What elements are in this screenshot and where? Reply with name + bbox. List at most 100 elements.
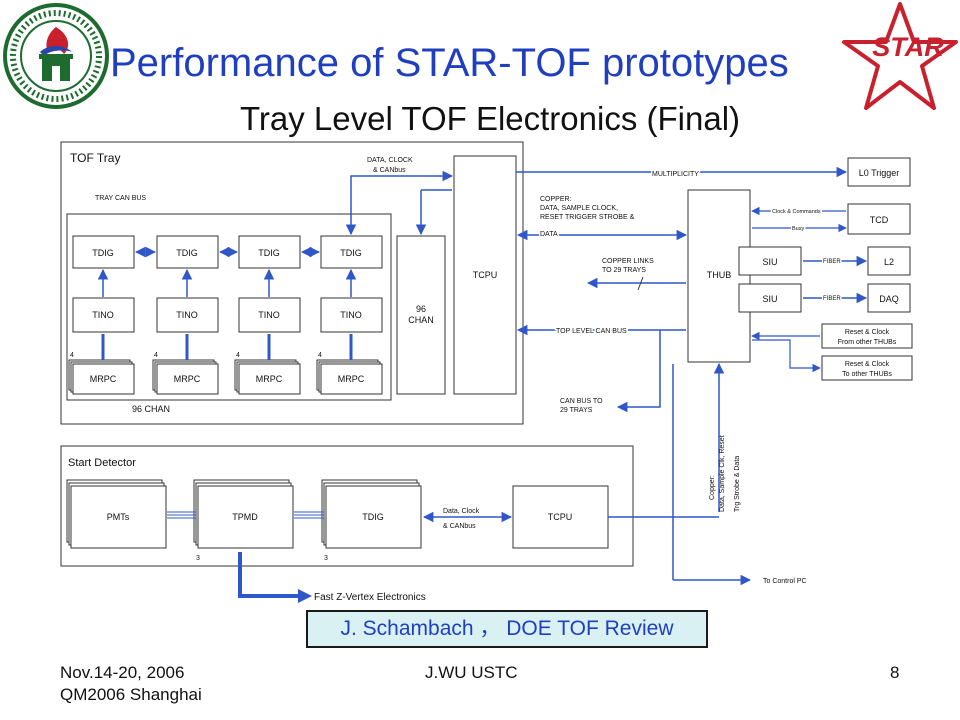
tdig-start-count-label: 3 — [324, 555, 328, 562]
fast-z-vertex-arrowhead — [298, 589, 312, 603]
siu-label: SIU — [762, 294, 777, 304]
data-clock-bus — [345, 170, 454, 236]
fiber-label: FIBER — [823, 296, 841, 302]
can-bus-to-trays-label: 29 TRAYS — [560, 407, 593, 414]
siu-box — [738, 246, 802, 276]
pmts-label: PMTs — [107, 512, 130, 522]
tpmd-box — [197, 485, 294, 549]
busy-label: Busy — [792, 226, 804, 232]
tino-box — [156, 297, 219, 333]
star-logo-outline — [842, 2, 958, 110]
chan96-box-label: CHAN — [408, 315, 434, 325]
tdig-box — [72, 235, 135, 269]
copper-label: COPPER: — [540, 196, 572, 203]
tdig-label: TDIG — [176, 248, 198, 258]
tino-box — [72, 297, 135, 333]
tof-tray-label: TOF Tray — [70, 151, 120, 165]
tpmd-count-label: 3 — [196, 555, 200, 562]
credit-box: J. Schambach ， DOE TOF Review — [306, 610, 708, 648]
reset-to-arrow — [752, 339, 821, 373]
tof-tray-box — [60, 141, 524, 425]
copper-vertical-label: Copper: — [709, 475, 716, 500]
chan96-box-label: 96 — [416, 304, 426, 314]
to-control-pc-label: To Control PC — [763, 578, 807, 585]
ustc-seal-icon — [3, 3, 109, 109]
mrpc-box — [320, 363, 383, 395]
tdig-box — [156, 235, 219, 269]
slide-subtitle: Tray Level TOF Electronics (Final) — [239, 100, 741, 137]
seal-building-door — [52, 66, 60, 81]
tcpu-label: TCPU — [473, 270, 498, 280]
daq-label: DAQ — [879, 294, 899, 304]
seal-building-roof — [39, 54, 73, 59]
footer-date: Nov.14-20, 2006 — [60, 663, 185, 682]
mrpc-label: MRPC — [256, 374, 283, 384]
mrpc-box — [238, 363, 301, 395]
tdig-start-label: TDIG — [362, 512, 384, 522]
multiplicity-label: MULTIPLICITY — [652, 171, 699, 178]
start-detector-box — [60, 445, 634, 567]
footer-author: J.WU USTC — [425, 663, 518, 682]
mrpc-count-label: 4 — [154, 352, 158, 359]
tdig-box — [320, 235, 383, 269]
tray-can-bus-label: TRAY CAN BUS — [95, 195, 146, 202]
tcd-box — [847, 203, 911, 235]
thub-label: THUB — [707, 270, 732, 280]
reset-to-box — [821, 355, 913, 381]
tino-label: TINO — [92, 310, 114, 320]
l2-box — [867, 246, 911, 276]
top-level-can-bus-label: TOP LEVEL CAN BUS — [556, 328, 627, 335]
star-logo-icon: STAR — [842, 2, 958, 110]
tino-label: TINO — [340, 310, 362, 320]
can-bus-to-trays-label: CAN BUS TO — [560, 398, 603, 405]
mrpc-box — [72, 363, 135, 395]
thub-box — [687, 189, 751, 363]
data-clock-bottom-label: & CANbus — [373, 167, 406, 174]
fast-z-vertex-arrow — [238, 552, 300, 598]
reset-to-label: Reset & Clock — [845, 361, 890, 368]
seal-dots-ring — [10, 10, 102, 102]
reset-from-box — [821, 323, 913, 349]
reset-from-label: Reset & Clock — [845, 329, 890, 336]
data-clock-top-label: DATA, CLOCK — [367, 157, 413, 164]
tcd-label: TCD — [870, 215, 889, 225]
data-clock-start-label: & CANbus — [443, 523, 476, 530]
copper-links-label: COPPER LINKS — [602, 258, 654, 265]
fiber-label: FIBER — [823, 259, 841, 265]
siu-box — [738, 283, 802, 313]
l0-trigger-label: L0 Trigger — [859, 168, 900, 178]
tino-box — [238, 297, 301, 333]
tpmd-label: TPMD — [232, 512, 258, 522]
tdig-label: TDIG — [92, 248, 114, 258]
tdig-label: TDIG — [258, 248, 280, 258]
reset-from-label: From other THUBs — [838, 339, 897, 346]
copper-vertical-label: Trg Strobe & Data — [734, 456, 741, 512]
l2-label: L2 — [884, 257, 894, 267]
mrpc-label: MRPC — [338, 374, 365, 384]
copper-vertical-label: Data, Sample Clk, Reset — [719, 435, 726, 512]
copper-label: RESET TRIGGER STROBE & — [540, 214, 635, 221]
mrpc-count-label: 4 — [318, 352, 322, 359]
footer-conference: QM2006 Shanghai — [60, 685, 202, 704]
clock-commands-label: Clock & Commands — [772, 209, 821, 215]
data-clock-start-label: Data, Clock — [443, 508, 480, 515]
tdig-box — [238, 235, 301, 269]
copper-label: DATA — [540, 231, 558, 238]
mrpc-count-label: 4 — [70, 352, 74, 359]
copper-label: DATA, SAMPLE CLOCK, — [540, 205, 618, 212]
slide-title: Performance of STAR-TOF prototypes — [110, 41, 789, 85]
tdig-label: TDIG — [340, 248, 362, 258]
mrpc-label: MRPC — [90, 374, 117, 384]
l0-trigger-box — [847, 157, 911, 187]
pmts-box — [70, 485, 167, 549]
fast-z-vertex-label: Fast Z-Vertex Electronics — [314, 592, 426, 603]
tcpu-box — [453, 155, 517, 395]
reset-to-label: To other THUBs — [842, 371, 892, 378]
star-logo-text: STAR — [872, 32, 944, 62]
tcpu-start-label: TCPU — [548, 512, 573, 522]
chan96-box — [396, 235, 446, 395]
tray-board-box — [66, 213, 392, 401]
can-bus-riser — [616, 330, 661, 413]
page-number: 8 — [890, 663, 900, 682]
